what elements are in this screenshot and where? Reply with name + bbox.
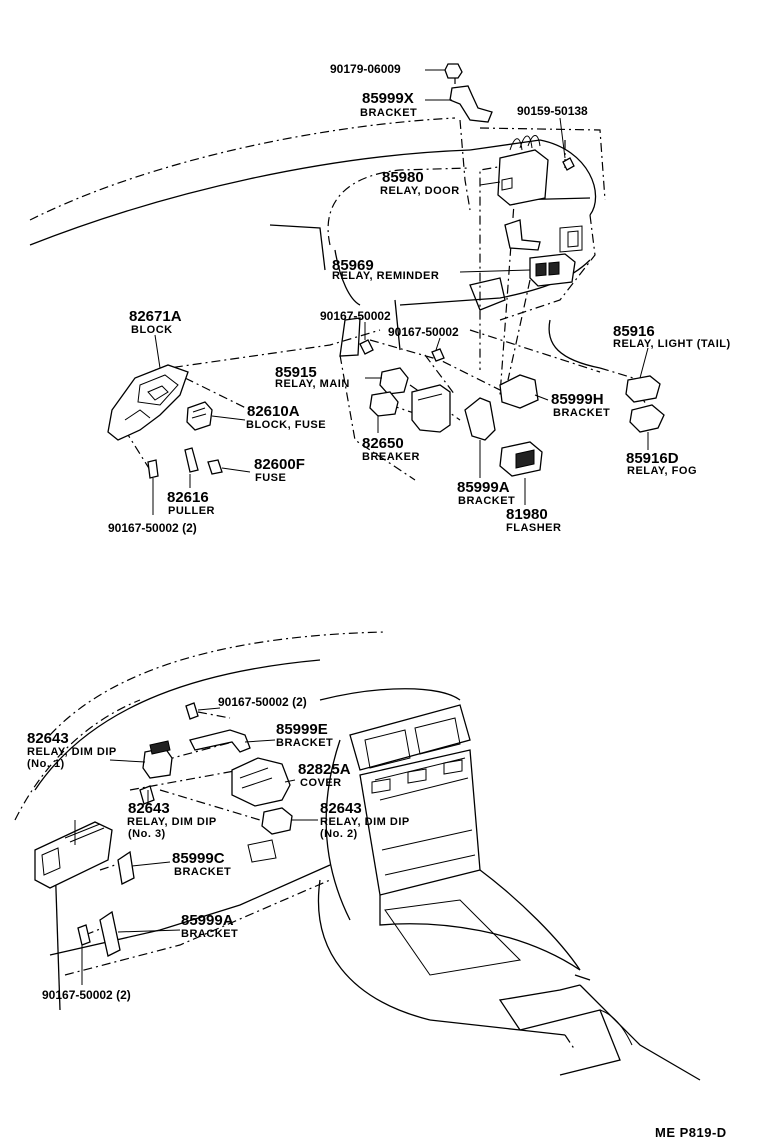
part-name-82671a: BLOCK xyxy=(131,324,173,336)
part-number-85999h: 85999H xyxy=(551,391,604,408)
part-number-90159-50138: 90159-50138 xyxy=(517,104,588,118)
part-number-85999c: 85999C xyxy=(172,850,225,867)
part-note-82643-no1: (No. 1) xyxy=(27,758,65,770)
dashboard-outline-bottom xyxy=(14,631,701,1081)
part-name-81980: FLASHER xyxy=(506,522,562,534)
part-name-85915: RELAY, MAIN xyxy=(275,378,350,390)
part-number-85916d: 85916D xyxy=(626,450,679,467)
part-note-82643-no2: (No. 2) xyxy=(320,828,358,840)
part-name-82825a: COVER xyxy=(300,777,342,789)
part-number-90167-50002-b: 90167-50002 xyxy=(388,325,459,339)
part-number-85999e: 85999E xyxy=(276,721,328,738)
part-number-85915: 85915 xyxy=(275,364,317,381)
part-number-90167-50002-c: 90167-50002 (2) xyxy=(108,521,197,535)
part-name-82643-no2: RELAY, DIM DIP xyxy=(320,816,410,828)
part-name-85999a-top: BRACKET xyxy=(458,495,516,507)
part-number-81980: 81980 xyxy=(506,506,548,523)
part-number-85969: 85969 xyxy=(332,257,374,274)
part-name-85916: RELAY, LIGHT (TAIL) xyxy=(613,338,731,350)
part-name-82610a: BLOCK, FUSE xyxy=(246,419,327,431)
part-number-82610a: 82610A xyxy=(247,403,300,420)
leader-lines-top xyxy=(152,69,649,515)
part-number-90167-50002-d: 90167-50002 (2) xyxy=(218,695,307,709)
part-name-85999h: BRACKET xyxy=(553,407,611,419)
part-name-85999x: BRACKET xyxy=(360,107,418,119)
part-number-82650: 82650 xyxy=(362,435,404,452)
part-number-82825a: 82825A xyxy=(298,761,351,778)
part-name-85916d: RELAY, FOG xyxy=(627,465,697,477)
part-number-82616: 82616 xyxy=(167,489,209,506)
part-number-82643-no2: 82643 xyxy=(320,800,362,817)
leader-lines-bottom xyxy=(74,707,318,985)
part-drawings-top xyxy=(107,63,665,479)
part-number-82643-no3: 82643 xyxy=(128,800,170,817)
part-name-85999e: BRACKET xyxy=(276,737,334,749)
part-number-82643-no1: 82643 xyxy=(27,730,69,747)
part-name-82600f: FUSE xyxy=(255,472,287,484)
part-number-90167-50002-e: 90167-50002 (2) xyxy=(42,988,131,1002)
part-number-85916: 85916 xyxy=(613,323,655,340)
part-number-90167-50002-a: 90167-50002 xyxy=(320,309,391,323)
part-name-82643-no3: RELAY, DIM DIP xyxy=(127,816,217,828)
part-number-90179-06009: 90179-06009 xyxy=(330,62,401,76)
figure-reference: ME P819-D xyxy=(655,1125,727,1140)
part-number-85980: 85980 xyxy=(382,169,424,186)
part-name-82616: PULLER xyxy=(168,505,215,517)
part-name-85999c: BRACKET xyxy=(174,866,232,878)
part-number-82671a: 82671A xyxy=(129,308,182,325)
part-note-82643-no3: (No. 3) xyxy=(128,828,166,840)
part-name-85980: RELAY, DOOR xyxy=(380,185,460,197)
part-name-85969: RELAY, REMINDER xyxy=(332,270,440,282)
part-name-82643-no1: RELAY, DIM DIP xyxy=(27,746,117,758)
part-drawings-bottom xyxy=(34,702,293,957)
part-name-85999a-bottom: BRACKET xyxy=(181,928,239,940)
part-name-82650: BREAKER xyxy=(362,451,420,463)
part-number-85999a-bottom: 85999A xyxy=(181,912,234,929)
part-number-82600f: 82600F xyxy=(254,456,305,473)
part-number-85999x: 85999X xyxy=(362,90,414,107)
part-number-85999a-top: 85999A xyxy=(457,479,510,496)
